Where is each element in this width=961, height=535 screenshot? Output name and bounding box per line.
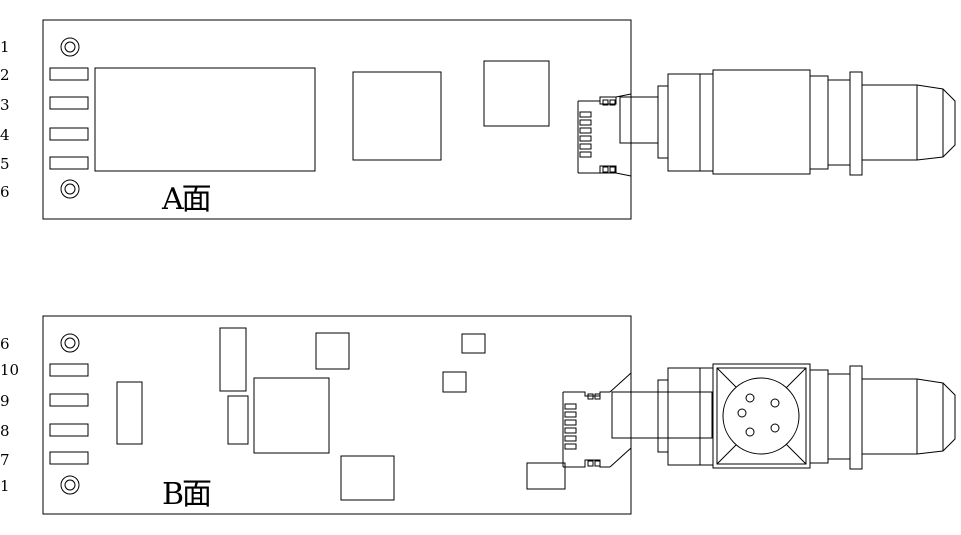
pin-label-b-4: 8 — [0, 422, 10, 440]
board-b — [42, 315, 956, 515]
pin-label-a-2: 2 — [0, 66, 10, 84]
pin-label-b-3: 9 — [0, 392, 10, 410]
board-b-outline — [42, 315, 632, 515]
side-label-b: B面 — [162, 477, 212, 512]
pin-label-b-1: 6 — [0, 335, 10, 353]
component-b-3 — [227, 395, 249, 445]
pin-label-a-6: 6 — [0, 183, 10, 201]
pin-label-a-1: 1 — [0, 38, 10, 56]
component-b-7 — [461, 333, 486, 354]
pin-label-a-3: 3 — [0, 96, 10, 114]
pin-label-b-5: 7 — [0, 451, 10, 469]
pad-a-5 — [49, 156, 89, 170]
mounting-hole-a-top — [60, 37, 80, 57]
mounting-hole-b-bottom — [60, 475, 80, 495]
component-a-large — [94, 67, 316, 172]
side-label-a: A面 — [162, 182, 212, 217]
mounting-hole-a-bottom — [60, 179, 80, 199]
sensor-body-b — [611, 363, 956, 470]
component-b-8 — [442, 371, 467, 393]
component-a-chip — [352, 71, 442, 161]
sensor-body-a — [619, 69, 956, 176]
pin-label-b-6: 1 — [0, 477, 10, 495]
board-a-outline — [42, 19, 632, 220]
component-b-2 — [219, 327, 247, 392]
mounting-hole-b-top — [60, 333, 80, 353]
component-b-4 — [253, 377, 330, 454]
component-b-6 — [340, 455, 395, 501]
connector-footprint-a — [577, 93, 632, 177]
board-a — [42, 19, 956, 220]
pad-a-2 — [49, 67, 89, 81]
component-a-square — [483, 60, 550, 127]
pad-b-7 — [49, 451, 89, 465]
pad-a-4 — [49, 127, 89, 141]
pad-a-3 — [49, 96, 89, 110]
component-b-1 — [116, 381, 143, 445]
pad-b-9 — [49, 393, 89, 407]
pin-label-a-4: 4 — [0, 126, 10, 144]
connector-footprint-b — [562, 372, 632, 468]
component-b-5 — [315, 332, 350, 370]
component-b-9 — [526, 462, 566, 490]
pad-b-8 — [49, 423, 89, 437]
pad-b-10 — [49, 363, 89, 377]
pin-label-a-5: 5 — [0, 155, 10, 173]
pin-label-b-2: 10 — [0, 361, 20, 379]
